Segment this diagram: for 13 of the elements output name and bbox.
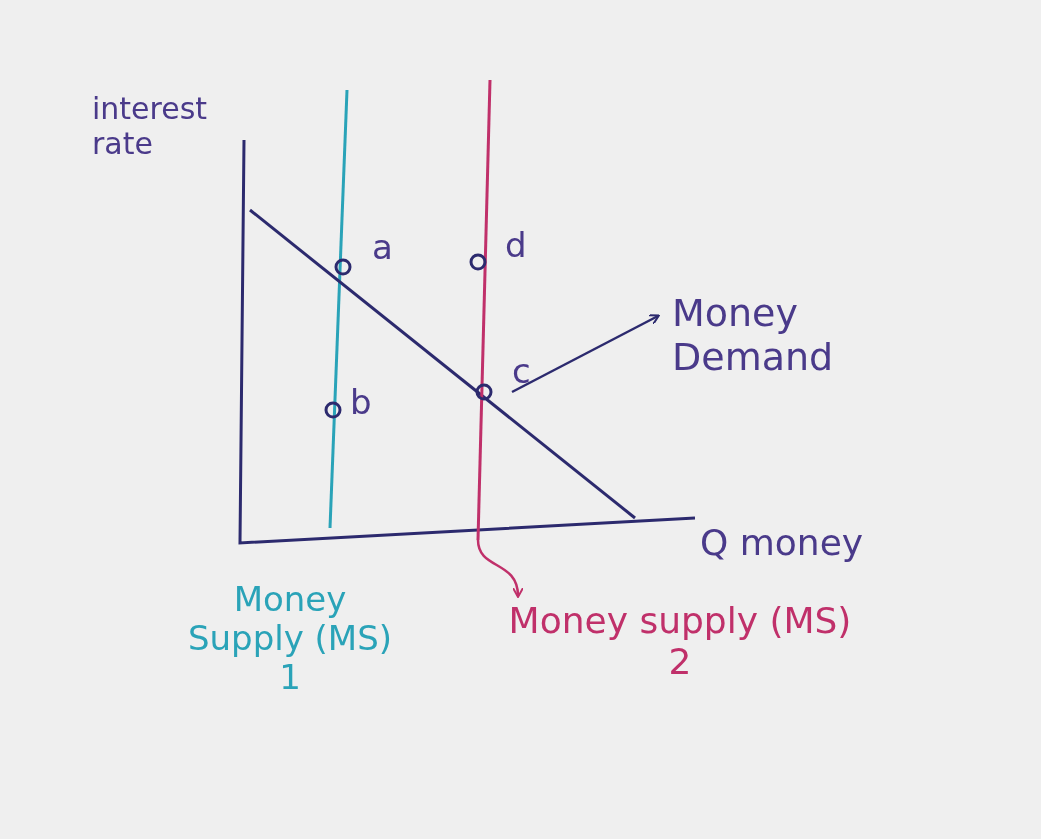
point-label: b [350, 383, 373, 423]
point-label: a [372, 228, 394, 268]
axis-title: Q money [700, 522, 865, 564]
curve-label: Money supply (MS) 2 [500, 600, 860, 683]
axis-title: interest rate [92, 92, 209, 161]
arrow [511, 314, 660, 394]
point-label: c [512, 352, 532, 392]
point-label: d [505, 226, 528, 266]
demand-curve [249, 208, 636, 520]
arrow [476, 539, 524, 598]
supply-curve [476, 79, 492, 541]
curve-label: Money Demand [672, 292, 942, 380]
supply-curve-label: Money Supply (MS) 1 [186, 580, 394, 698]
